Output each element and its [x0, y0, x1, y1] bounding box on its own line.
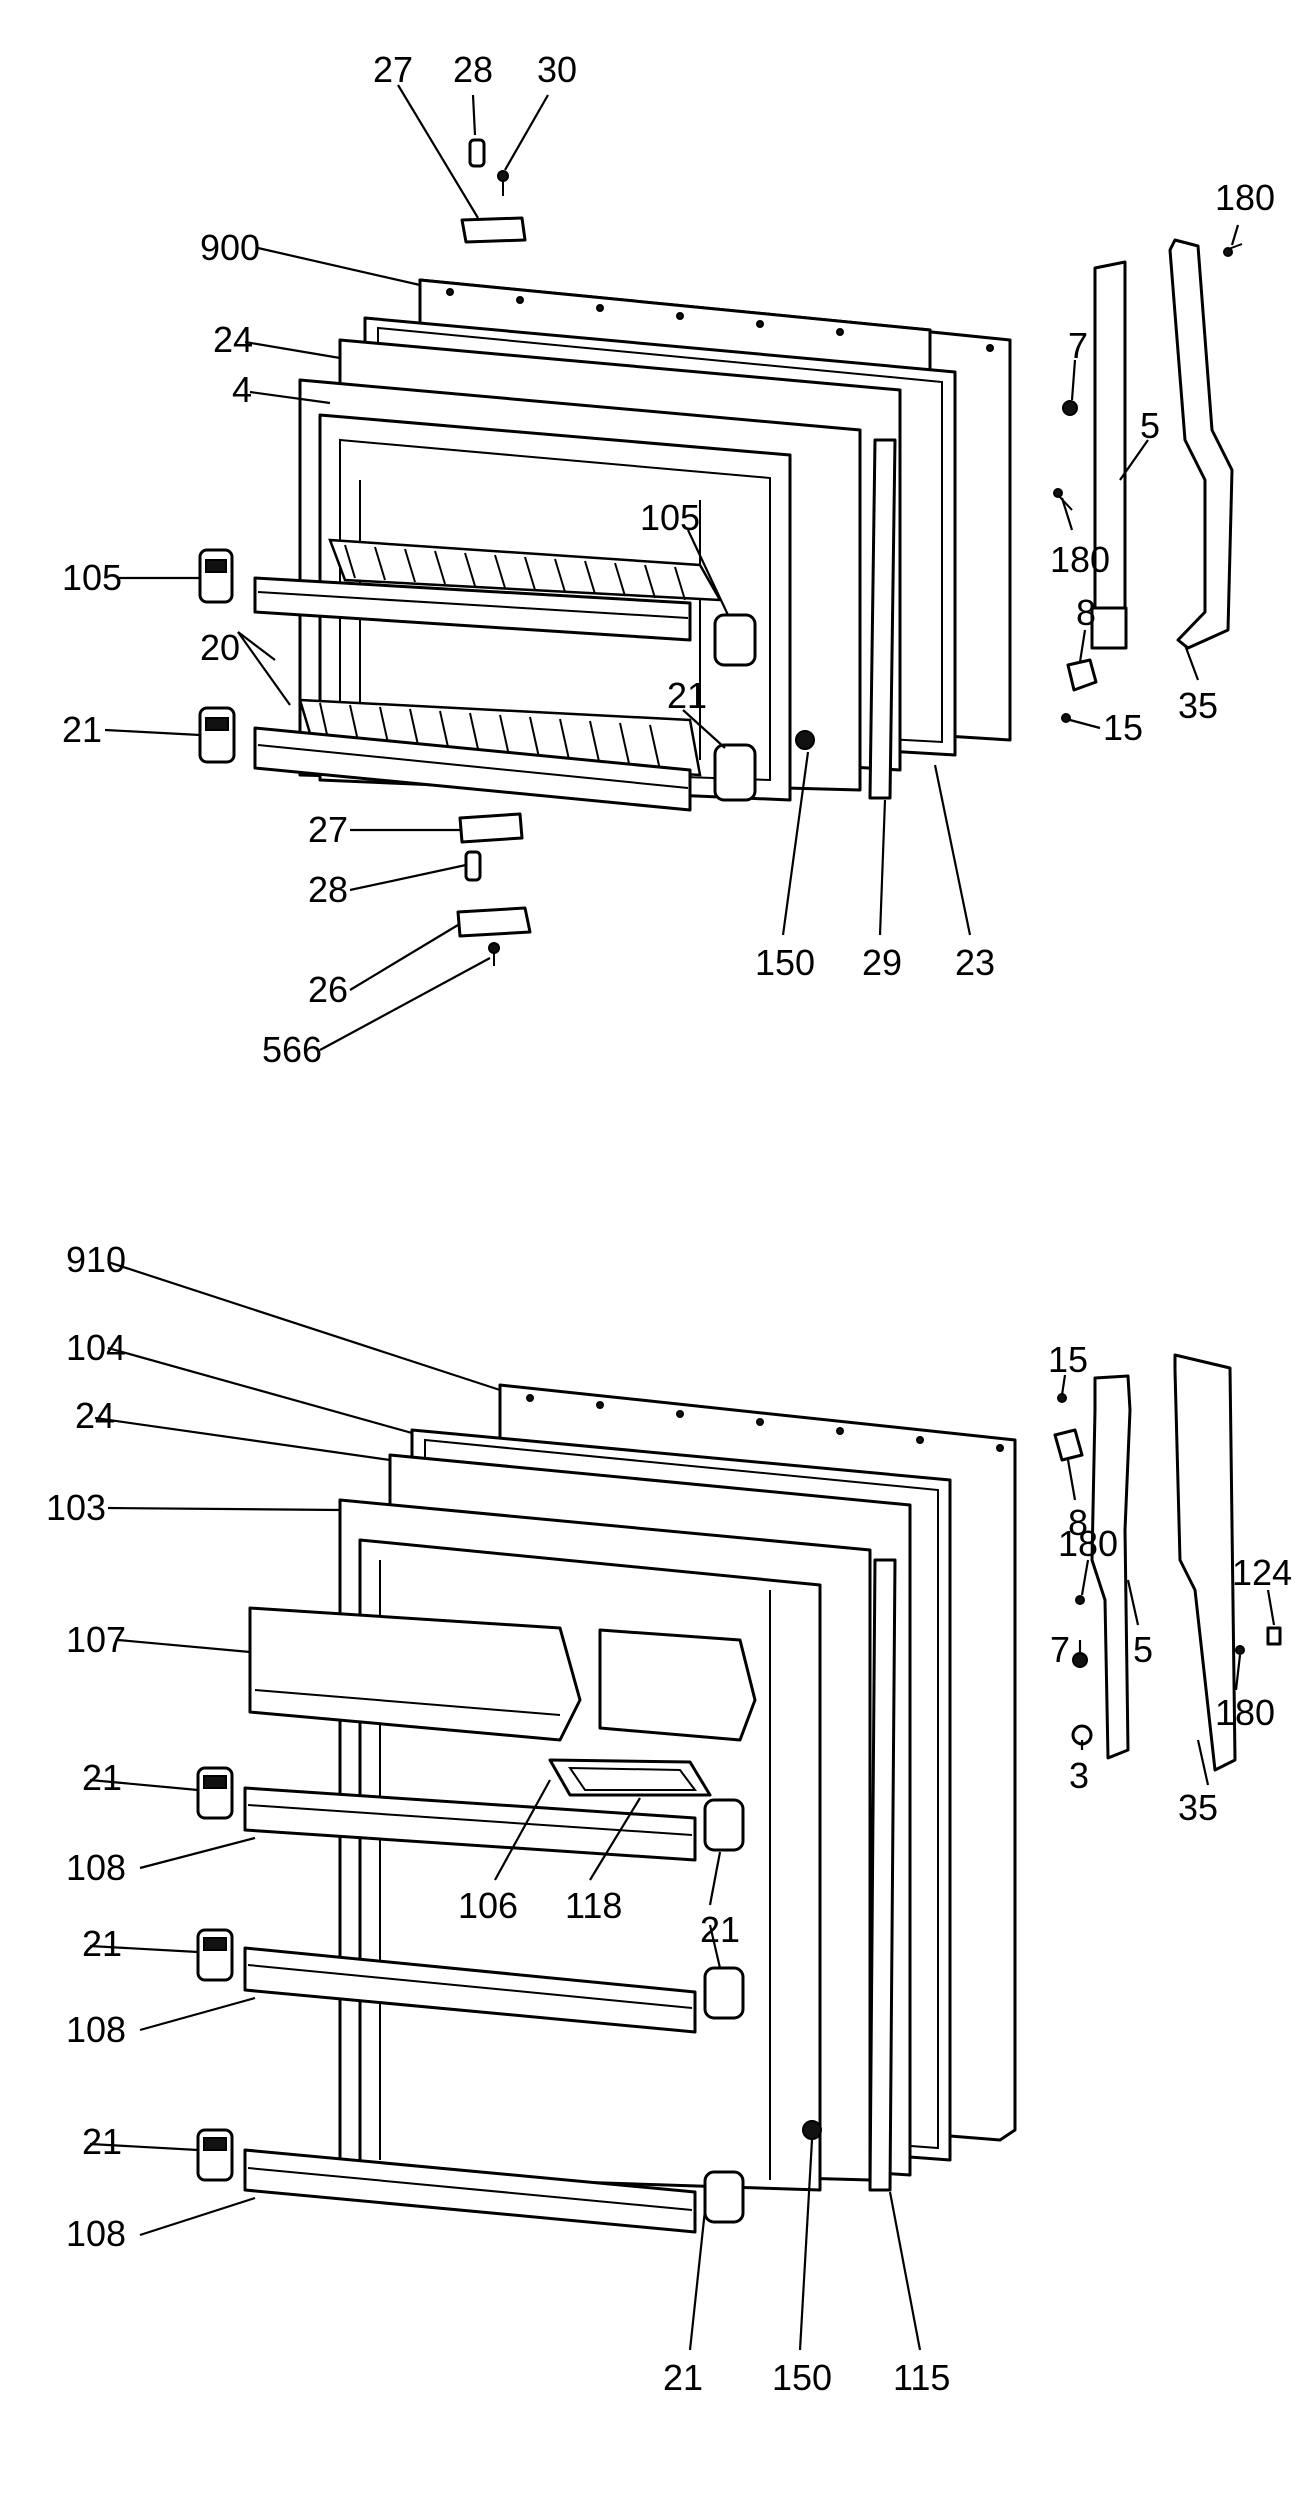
- clip-7: [1062, 400, 1078, 416]
- end-cap-21-right: [713, 743, 757, 802]
- end-cap-21-e: [703, 1966, 745, 2020]
- label-24: 24: [75, 1395, 115, 1436]
- label-105: 105: [640, 497, 700, 538]
- label-115: 115: [893, 2357, 950, 2398]
- label-23: 23: [955, 942, 995, 983]
- label-5: 5: [1140, 405, 1160, 446]
- fresh-food-door-assembly: [196, 1353, 1282, 2234]
- label-7: 7: [1068, 325, 1088, 366]
- label-15: 15: [1048, 1339, 1088, 1380]
- label-108: 108: [66, 1847, 126, 1888]
- label-21: 21: [700, 1909, 740, 1950]
- shelf-bar-lower: [253, 726, 692, 812]
- label-5: 5: [1133, 1629, 1153, 1670]
- compartment-door-107: [248, 1606, 582, 1742]
- handle-5-bottom: [1090, 1374, 1132, 1760]
- shelf-bar-108-bottom: [243, 2148, 697, 2234]
- label-28: 28: [453, 49, 493, 90]
- label-118: 118: [565, 1885, 622, 1926]
- label-8: 8: [1068, 1502, 1088, 1543]
- label-180: 180: [1050, 539, 1110, 580]
- part-124: [1266, 1626, 1282, 1646]
- hinge-27-bottom: [458, 812, 524, 844]
- label-105: 105: [62, 557, 122, 598]
- label-21: 21: [663, 2357, 703, 2398]
- screw-15: [1061, 713, 1071, 723]
- label-106: 106: [458, 1885, 518, 1926]
- handle-cap: [1090, 606, 1128, 650]
- gasket-strip-115: [868, 1558, 897, 2192]
- label-27: 27: [308, 809, 348, 850]
- gasket-strip: [868, 438, 897, 800]
- label-180: 180: [1215, 1692, 1275, 1733]
- screw-180-d: [1235, 1645, 1245, 1655]
- label-24: 24: [213, 319, 253, 360]
- label-4: 4: [232, 369, 252, 410]
- screw-180-c: [1075, 1595, 1085, 1605]
- label-180: 180: [1215, 177, 1275, 218]
- label-108: 108: [66, 2213, 126, 2254]
- screw-150-bottom: [802, 2120, 822, 2140]
- screw-15-bottom: [1057, 1393, 1067, 1403]
- label-30: 30: [537, 49, 577, 90]
- hinge-27-top: [460, 216, 527, 244]
- end-cap-105-right: [713, 613, 757, 667]
- label-21: 21: [667, 675, 707, 716]
- label-3: 3: [1069, 1755, 1089, 1796]
- end-cap-21-left: [198, 706, 236, 764]
- handle-trim-35-bottom: [1173, 1353, 1237, 1772]
- label-26: 26: [308, 969, 348, 1010]
- label-27: 27: [373, 49, 413, 90]
- label-180: 180: [1058, 1523, 1118, 1564]
- cap-8: [1066, 658, 1098, 692]
- label-150: 150: [755, 942, 815, 983]
- hinge-plate-26: [456, 906, 532, 938]
- label-124: 124: [1232, 1552, 1292, 1593]
- label-21: 21: [82, 1757, 122, 1798]
- part-labels-bottom: 910 104 24 103 107 21 108 106 118 21 21 …: [46, 1239, 1292, 2398]
- pin-28-bottom: [464, 850, 482, 882]
- end-cap-21-d: [703, 1798, 745, 1852]
- label-900: 900: [200, 227, 260, 268]
- pin-28-top: [468, 138, 486, 168]
- handle-5: [1093, 260, 1127, 647]
- label-35: 35: [1178, 1787, 1218, 1828]
- label-566: 566: [262, 1029, 322, 1070]
- shelf-bar-108-middle: [243, 1946, 697, 2034]
- label-104: 104: [66, 1327, 126, 1368]
- label-7: 7: [1050, 1629, 1070, 1670]
- label-910: 910: [66, 1239, 126, 1280]
- screw-150: [795, 730, 815, 750]
- end-cap-21-f: [703, 2170, 745, 2224]
- label-20: 20: [200, 627, 240, 668]
- part-labels-top: 27 28 30 900 24 4 105 105 20 21 21 27 28…: [62, 49, 1275, 1070]
- freezer-door-assembly: [198, 138, 1243, 966]
- label-28: 28: [308, 869, 348, 910]
- compartment-door-small: [598, 1628, 757, 1742]
- label-107: 107: [66, 1619, 126, 1660]
- leader-lines: [89, 84, 1276, 2351]
- label-21: 21: [82, 1923, 122, 1964]
- end-cap-105-left: [198, 548, 234, 604]
- label-29: 29: [862, 942, 902, 983]
- label-15: 15: [1103, 707, 1143, 748]
- clip-7-bottom: [1072, 1652, 1088, 1668]
- label-103: 103: [46, 1487, 106, 1528]
- label-108: 108: [66, 2009, 126, 2050]
- label-150: 150: [772, 2357, 832, 2398]
- label-21: 21: [82, 2121, 122, 2162]
- handle-trim-35: [1168, 238, 1234, 650]
- shelf-bar-upper: [253, 576, 692, 642]
- label-8: 8: [1076, 592, 1096, 633]
- cap-8-bottom: [1053, 1428, 1084, 1462]
- label-21: 21: [62, 709, 102, 750]
- shelf-bar-108-top: [243, 1786, 697, 1862]
- label-35: 35: [1178, 685, 1218, 726]
